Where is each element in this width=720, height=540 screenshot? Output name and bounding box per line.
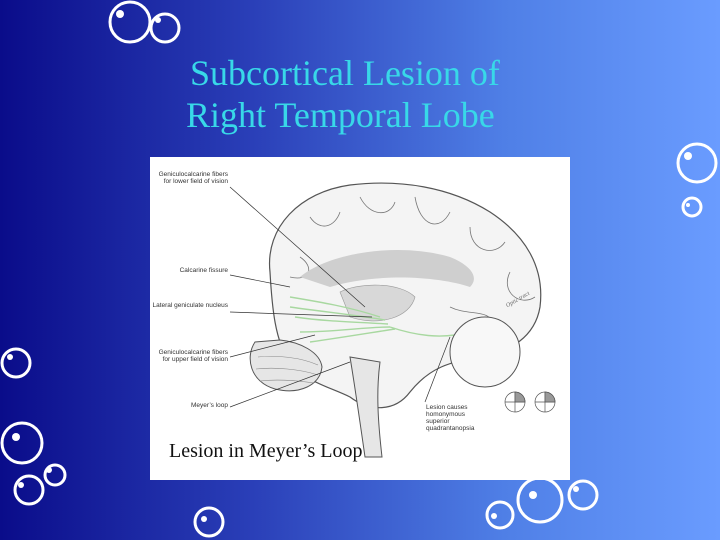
bubble-1 [110, 2, 150, 42]
label-meyers-loop: Meyer’s loop [152, 402, 228, 409]
bubble-10 [569, 481, 597, 509]
visual-field-left [505, 392, 525, 412]
brain-illustration [150, 157, 570, 480]
label-calcarine-fissure: Calcarine fissure [152, 267, 228, 274]
brain-figure: Geniculocalcarine fibers for lower field… [150, 157, 570, 480]
label-geniculocalcarine-upper: Geniculocalcarine fibers for upper field… [152, 349, 228, 363]
bubble-11 [487, 502, 513, 528]
bubble-9 [518, 478, 562, 522]
bubble-12 [195, 508, 223, 536]
bubble-8 [15, 476, 43, 504]
label-lateral-geniculate: Lateral geniculate nucleus [152, 302, 228, 309]
visual-field-right [535, 392, 555, 412]
label-geniculocalcarine-lower: Geniculocalcarine fibers for lower field… [152, 171, 228, 185]
bubble-5 [2, 349, 30, 377]
label-lesion-result: Lesion causes homonymous superior quadra… [426, 404, 486, 432]
bubble-2 [151, 14, 179, 42]
bubble-6 [2, 423, 42, 463]
bubble-3 [678, 144, 716, 182]
bubble-4 [683, 198, 701, 216]
figure-caption: Lesion in Meyer’s Loop [169, 440, 363, 463]
eyeball [450, 317, 520, 387]
